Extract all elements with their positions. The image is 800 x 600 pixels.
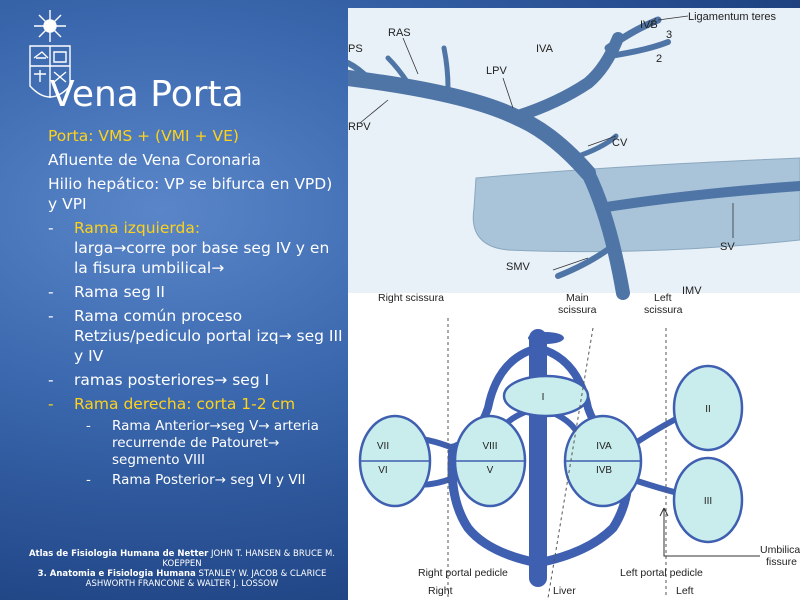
bullet-text: Rama Posterior→ seg VI y VII — [112, 472, 306, 488]
label-ligamentum-teres: Ligamentum teres — [688, 11, 777, 23]
subbullet-rama-posterior: - Rama Posterior→ seg VI y VII — [86, 472, 344, 489]
label-umbilical-2: fissure — [766, 556, 797, 568]
bullet-dash: - — [86, 418, 91, 434]
hilio-line: Hilio hepático: VP se bifurca en VPD) y … — [48, 175, 333, 213]
label-ps: PS — [348, 43, 363, 55]
label-cv: CV — [612, 137, 628, 149]
label-right-scissura: Right scissura — [378, 292, 444, 304]
label-ivb-top: IVB — [640, 19, 658, 31]
bullet-label: Rama izquierda: — [74, 219, 201, 237]
label-2: 2 — [656, 53, 662, 65]
label-iva-top: IVA — [536, 43, 554, 55]
bullet-dash: - — [48, 307, 54, 325]
afluente-line: Afluente de Vena Coronaria — [48, 151, 261, 169]
segment-vii: VII — [377, 441, 389, 452]
bullet-label: Rama derecha: — [74, 395, 192, 413]
segment-ii: II — [705, 404, 711, 415]
label-left: Left — [676, 585, 694, 597]
portal-vein-anatomy-illustration: Ligamentum teres IVB 3 RAS IVA 2 PS LPV … — [348, 8, 800, 300]
bullet-text: ramas posteriores→ seg I — [74, 371, 270, 389]
bullet-text: Rama común proceso Retzius/pediculo port… — [74, 307, 343, 365]
slide-content: Porta: VMS + (VMI + VE) Afluente de Vena… — [48, 126, 344, 492]
label-left-portal-pedicle: Left portal pedicle — [620, 567, 703, 579]
label-3: 3 — [666, 29, 672, 41]
reference-2: 3. Anatomia e Fisiologia Humana STANLEY … — [37, 569, 327, 589]
label-left-scissura-1: Left — [654, 292, 672, 304]
bullet-dash: - — [48, 283, 54, 301]
bullet-dash: - — [48, 395, 54, 413]
label-liver: Liver — [553, 585, 576, 597]
segment-viii: VIII — [482, 441, 497, 452]
references: Atlas de Fisiologia Humana de Netter JOH… — [22, 549, 342, 589]
bullet-text: corta 1-2 cm — [191, 395, 296, 413]
bullet-text: Rama Anterior→seg V→ arteria recurrende … — [112, 418, 319, 468]
reference-1: Atlas de Fisiologia Humana de Netter JOH… — [28, 549, 336, 569]
liver-segments-diagram: Right scissura Main scissura Left scissu… — [358, 292, 800, 599]
university-crest-icon — [29, 10, 71, 98]
bullet-text: larga→corre por base seg IV y en la fisu… — [74, 239, 330, 277]
bullet-rama-seg-ii: - Rama seg II — [48, 282, 344, 302]
label-sv: SV — [720, 241, 735, 253]
label-umbilical-1: Umbilical — [760, 544, 800, 556]
bullet-dash: - — [86, 472, 91, 488]
label-main-scissura-1: Main — [566, 292, 589, 304]
label-ras: RAS — [388, 27, 411, 39]
bullet-ramas-posteriores: - ramas posteriores→ seg I — [48, 370, 344, 390]
subbullet-rama-anterior: - Rama Anterior→seg V→ arteria recurrend… — [86, 418, 344, 469]
label-rpv: RPV — [348, 121, 371, 133]
segment-vi: VI — [378, 465, 387, 476]
bullet-rama-comun: - Rama común proceso Retzius/pediculo po… — [48, 306, 344, 366]
label-smv: SMV — [506, 261, 531, 273]
segment-iva: IVA — [596, 441, 612, 452]
label-lpv: LPV — [486, 65, 507, 77]
page-title: Vena Porta — [50, 74, 244, 115]
segment-iii: III — [704, 496, 712, 507]
label-right: Right — [428, 585, 453, 597]
label-main-scissura-2: scissura — [558, 304, 597, 316]
bullet-dash: - — [48, 371, 54, 389]
label-left-scissura-2: scissura — [644, 304, 683, 316]
segment-i: I — [542, 392, 545, 403]
bullet-text: Rama seg II — [74, 283, 165, 301]
segment-ivb: IVB — [596, 465, 612, 476]
bullet-rama-derecha: - Rama derecha: corta 1-2 cm — [48, 394, 344, 414]
portal-vein-figure: Ligamentum teres IVB 3 RAS IVA 2 PS LPV … — [348, 8, 800, 600]
label-imv: IMV — [682, 285, 702, 297]
porta-line: Porta: VMS + (VMI + VE) — [48, 127, 239, 145]
bullet-rama-izquierda: - Rama izquierda: larga→corre por base s… — [48, 218, 344, 278]
label-right-portal-pedicle: Right portal pedicle — [418, 567, 508, 579]
bullet-dash: - — [48, 219, 54, 237]
segment-v: V — [487, 465, 494, 476]
